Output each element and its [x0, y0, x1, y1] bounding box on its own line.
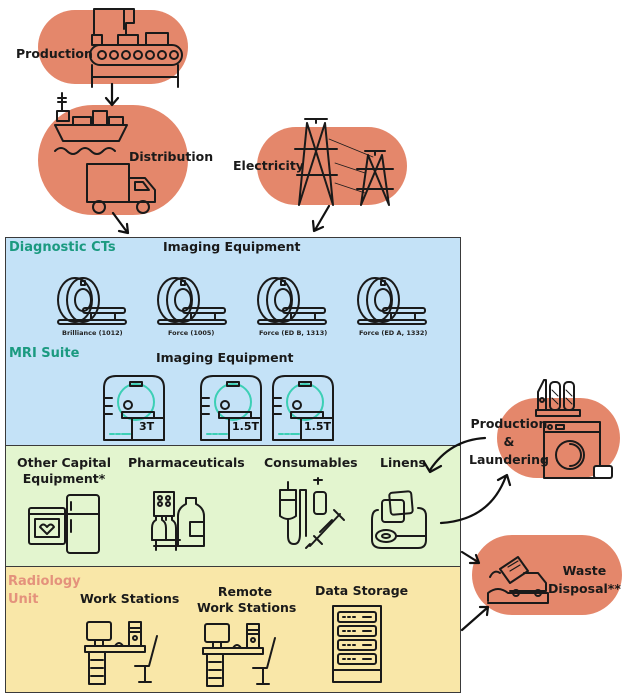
dump-truck-icon — [487, 556, 549, 604]
iv-bag-syringe-icon — [279, 477, 345, 549]
label-line: Radiology — [8, 574, 81, 589]
mri-imaging-heading: Imaging Equipment — [156, 350, 294, 365]
waste-label: Waste Disposal** — [548, 562, 621, 598]
label-line: Other Capital — [16, 455, 112, 470]
radiology-panel — [5, 566, 461, 693]
production-blob — [38, 10, 188, 84]
monitor-heart-icon — [28, 507, 66, 545]
cargo-ship-icon — [54, 92, 128, 155]
supplies-panel — [5, 445, 461, 567]
electricity-label: Electricity — [233, 158, 304, 173]
radiology-unit-title: Radiology Unit — [8, 573, 81, 609]
label-line: Waste — [562, 563, 607, 578]
conveyor-belt-icon — [89, 8, 183, 88]
ct-scanner-label: Force (ED B, 1313) — [259, 329, 328, 337]
pharmaceuticals-icon — [151, 491, 205, 551]
ct-scanner-icon — [157, 277, 227, 325]
other-capital-heading: Other Capital Equipment* — [14, 455, 114, 487]
consumables-heading: Consumables — [264, 455, 358, 470]
mri-strength-label: 1.5T — [232, 420, 259, 433]
work-stations-heading: Work Stations — [80, 591, 180, 606]
arrow-radiology-to-waste — [460, 605, 490, 632]
delivery-truck-icon — [86, 163, 156, 214]
mri-scanner-icon — [103, 375, 165, 441]
ct-scanner-label: Force (ED A, 1332) — [359, 329, 428, 337]
linens-heading: Linens — [380, 455, 426, 470]
arrow-linens-to-laundering — [439, 473, 512, 525]
mri-scanner-icon — [200, 375, 262, 441]
label-line: Unit — [8, 592, 39, 607]
diagnostic-cts-title: Diagnostic CTs — [9, 240, 116, 255]
refrigerator-icon — [66, 494, 100, 554]
arrow-production-to-distribution — [104, 82, 120, 107]
workstation-desk-icon — [84, 621, 158, 685]
washing-machine-icon — [535, 379, 613, 479]
label-line: Work Stations — [197, 600, 297, 615]
label-line: & — [503, 434, 515, 449]
production-label: Production — [16, 46, 93, 61]
linens-icon — [371, 490, 427, 549]
server-rack-icon — [332, 605, 382, 683]
power-pylon-icon — [294, 118, 394, 206]
data-storage-heading: Data Storage — [315, 583, 409, 598]
ct-scanner-icon — [257, 277, 327, 325]
arrow-laundering-to-linens — [422, 436, 487, 474]
ct-imaging-heading: Imaging Equipment — [163, 239, 301, 254]
mri-suite-title: MRI Suite — [9, 346, 80, 361]
remote-work-stations-heading: Remote Work Stations — [197, 584, 297, 616]
ct-scanner-icon — [357, 277, 427, 325]
label-line: Production — [470, 416, 548, 431]
label-line: Equipment* — [22, 471, 106, 486]
label-line: Laundering — [469, 452, 549, 467]
laundering-label: Production & Laundering — [469, 415, 549, 469]
workstation-desk-icon — [202, 623, 276, 687]
arrow-electricity-to-panel — [311, 204, 331, 233]
ct-scanner-icon — [57, 277, 127, 325]
ct-scanner-label: Brilliance (1012) — [62, 329, 123, 337]
distribution-label: Distribution — [129, 149, 214, 164]
ct-scanner-label: Force (1005) — [168, 329, 215, 337]
arrow-distribution-to-panel — [111, 211, 130, 235]
mri-strength-label: 1.5T — [304, 420, 331, 433]
pharmaceuticals-heading: Pharmaceuticals — [128, 455, 245, 470]
arrow-supplies-to-waste — [460, 550, 481, 565]
label-line: Remote — [217, 584, 273, 599]
mri-scanner-icon — [272, 375, 334, 441]
mri-strength-label: 3T — [139, 420, 155, 433]
label-line: Disposal** — [548, 581, 621, 596]
distribution-blob — [38, 105, 188, 215]
